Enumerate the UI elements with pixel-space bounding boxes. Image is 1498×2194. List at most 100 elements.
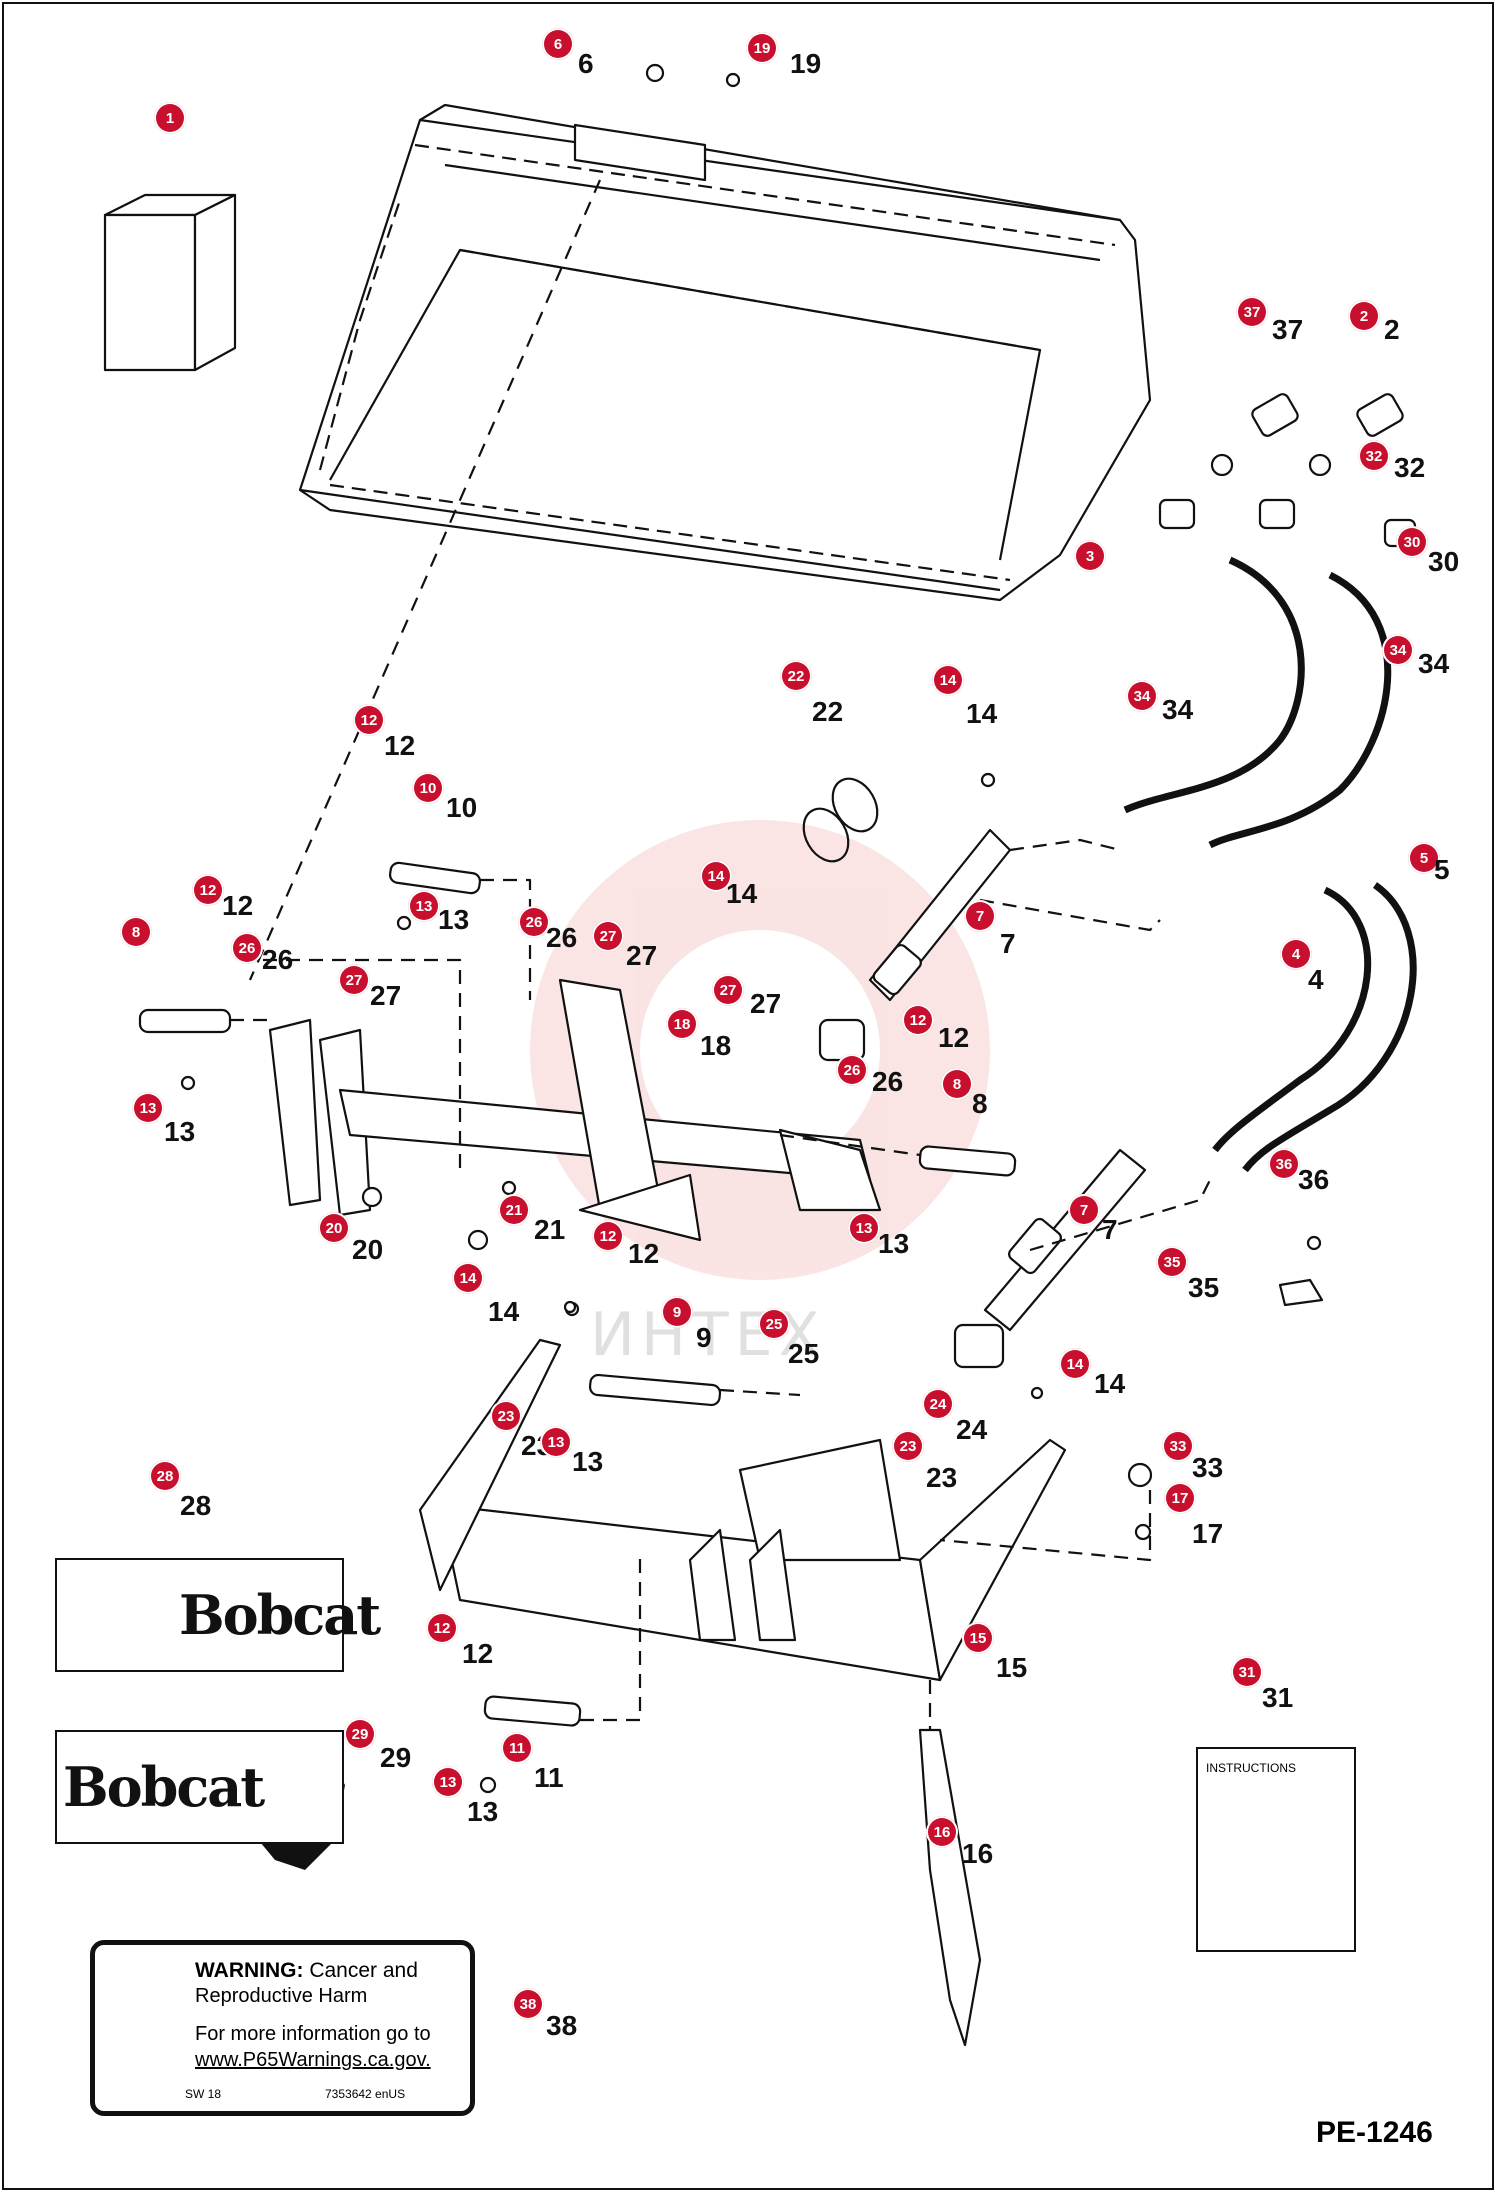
- callout-14[interactable]: 14: [700, 860, 732, 892]
- part-number-30: 30: [1428, 546, 1460, 577]
- part-number-19: 19: [790, 48, 822, 79]
- callout-27[interactable]: 27: [712, 974, 744, 1006]
- callout-8[interactable]: 8: [941, 1068, 973, 1100]
- callout-24[interactable]: 24: [922, 1388, 954, 1420]
- part-number-14: 14: [488, 1296, 520, 1327]
- decal-28: Bobcat: [55, 1558, 381, 1672]
- warning-footer-right: 7353642 enUS: [325, 2087, 406, 2101]
- box-part: [103, 193, 237, 372]
- part-number-12: 12: [222, 890, 254, 921]
- lower-frame: [418, 1338, 1067, 1682]
- part-number-29: 29: [380, 1742, 412, 1773]
- callout-21[interactable]: 21: [498, 1194, 530, 1226]
- part-number-5: 5: [1434, 854, 1450, 885]
- callout-38[interactable]: 38: [512, 1988, 544, 2020]
- callout-6[interactable]: 6: [542, 28, 574, 60]
- callout-27[interactable]: 27: [338, 964, 370, 996]
- part-number-7: 7: [1102, 1214, 1118, 1245]
- part-number-12: 12: [384, 730, 416, 761]
- part-number-26: 26: [546, 922, 578, 953]
- part-number-14: 14: [1094, 1368, 1126, 1399]
- part-number-11: 11: [534, 1762, 564, 1793]
- callout-8[interactable]: 8: [120, 916, 152, 948]
- part-number-32: 32: [1394, 452, 1426, 483]
- callout-13[interactable]: 13: [432, 1766, 464, 1798]
- callout-5[interactable]: 5: [1408, 842, 1440, 874]
- part-number-33: 33: [1192, 1452, 1224, 1483]
- callout-34[interactable]: 34: [1382, 634, 1414, 666]
- callout-20[interactable]: 20: [318, 1212, 350, 1244]
- part-number-2: 2: [1384, 314, 1400, 345]
- callout-14[interactable]: 14: [1059, 1348, 1091, 1380]
- cylinder-lower: [953, 1148, 1147, 1369]
- callout-4[interactable]: 4: [1280, 938, 1312, 970]
- callout-34[interactable]: 34: [1126, 680, 1158, 712]
- callout-31[interactable]: 31: [1231, 1656, 1263, 1688]
- callout-28[interactable]: 28: [149, 1460, 181, 1492]
- callout-30[interactable]: 30: [1396, 526, 1428, 558]
- callout-12[interactable]: 12: [353, 704, 385, 736]
- callout-7[interactable]: 7: [1068, 1194, 1100, 1226]
- callout-2[interactable]: 2: [1348, 300, 1380, 332]
- callout-26[interactable]: 26: [518, 906, 550, 938]
- hoses-34: [1123, 556, 1392, 849]
- page-code: PE-1246: [1316, 2116, 1433, 2149]
- part-number-12: 12: [628, 1238, 660, 1269]
- callout-3[interactable]: 3: [1074, 540, 1106, 572]
- part-number-16: 16: [962, 1838, 994, 1869]
- callout-12[interactable]: 12: [192, 874, 224, 906]
- callout-13[interactable]: 13: [540, 1426, 572, 1458]
- part-number-13: 13: [878, 1228, 910, 1259]
- part-number-26: 26: [872, 1066, 904, 1097]
- callout-27[interactable]: 27: [592, 920, 624, 952]
- callout-14[interactable]: 14: [452, 1262, 484, 1294]
- callout-13[interactable]: 13: [848, 1212, 880, 1244]
- warning-link[interactable]: www.P65Warnings.ca.gov.: [195, 2049, 431, 2071]
- part-number-25: 25: [788, 1338, 820, 1369]
- decal-31-instructions: INSTRUCTIONS: [1196, 1747, 1356, 1952]
- part-number-13: 13: [572, 1446, 604, 1477]
- callout-26[interactable]: 26: [231, 932, 263, 964]
- instructions-label: INSTRUCTIONS: [1206, 1761, 1296, 1775]
- callout-10[interactable]: 10: [412, 772, 444, 804]
- callout-22[interactable]: 22: [780, 660, 812, 692]
- part-number-34: 34: [1162, 694, 1194, 725]
- callout-7[interactable]: 7: [964, 900, 996, 932]
- part-number-35: 35: [1188, 1272, 1220, 1303]
- callout-13[interactable]: 13: [408, 890, 440, 922]
- callout-17[interactable]: 17: [1164, 1482, 1196, 1514]
- callout-15[interactable]: 15: [962, 1622, 994, 1654]
- part-number-26: 26: [262, 944, 294, 975]
- callout-19[interactable]: 19: [746, 32, 778, 64]
- callout-25[interactable]: 25: [758, 1308, 790, 1340]
- part-number-9: 9: [696, 1322, 712, 1353]
- part-number-15: 15: [996, 1652, 1028, 1683]
- callout-26[interactable]: 26: [836, 1054, 868, 1086]
- callout-36[interactable]: 36: [1268, 1148, 1300, 1180]
- callout-14[interactable]: 14: [932, 664, 964, 696]
- couplers-upper: [1158, 393, 1417, 548]
- callout-13[interactable]: 13: [132, 1092, 164, 1124]
- callout-1[interactable]: 1: [154, 102, 186, 134]
- callout-12[interactable]: 12: [426, 1612, 458, 1644]
- callout-12[interactable]: 12: [592, 1220, 624, 1252]
- part-number-21: 21: [534, 1214, 566, 1245]
- part-number-7: 7: [1000, 928, 1016, 959]
- callout-23[interactable]: 23: [490, 1400, 522, 1432]
- part-number-36: 36: [1298, 1164, 1330, 1195]
- part-number-12: 12: [462, 1638, 494, 1669]
- callout-9[interactable]: 9: [661, 1296, 693, 1328]
- part-number-14: 14: [726, 878, 758, 909]
- part-number-22: 22: [812, 696, 844, 727]
- callout-29[interactable]: 29: [344, 1718, 376, 1750]
- callout-23[interactable]: 23: [892, 1430, 924, 1462]
- callout-35[interactable]: 35: [1156, 1246, 1188, 1278]
- callout-37[interactable]: 37: [1236, 296, 1268, 328]
- callout-32[interactable]: 32: [1358, 440, 1390, 472]
- pins: [138, 861, 1017, 1727]
- callout-11[interactable]: 11: [501, 1732, 533, 1764]
- callout-18[interactable]: 18: [666, 1008, 698, 1040]
- callout-33[interactable]: 33: [1162, 1430, 1194, 1462]
- callout-12[interactable]: 12: [902, 1004, 934, 1036]
- callout-16[interactable]: 16: [926, 1816, 958, 1848]
